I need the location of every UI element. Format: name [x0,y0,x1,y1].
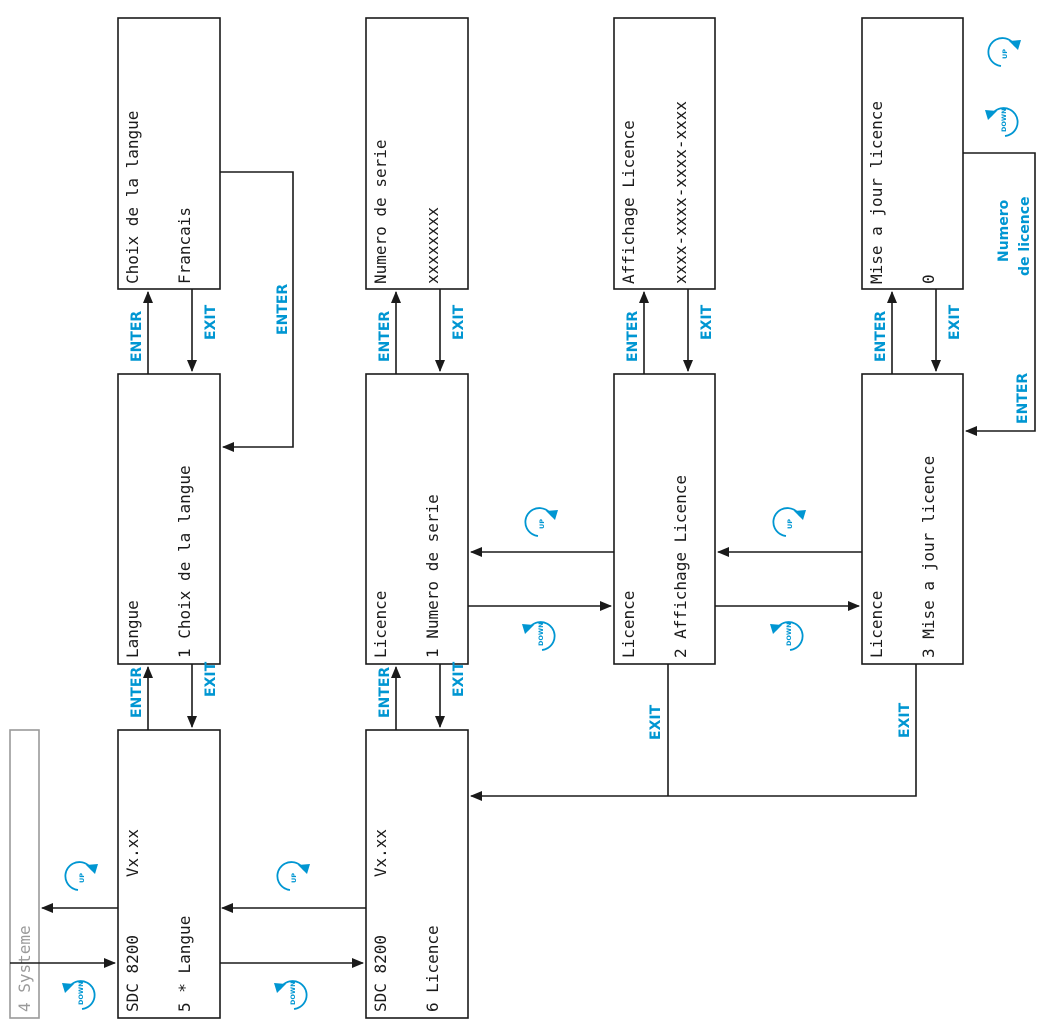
svg-text:UP: UP [1001,49,1009,59]
licence-2-line1: Licence [619,591,638,658]
licence-3-line2: 3 Mise a jour licence [919,456,938,658]
down-icon: DOWN [273,980,308,1010]
screen-numero-serie: Numero de serie xxxxxxxx [365,17,469,290]
exit-label-choix-langue: EXIT [203,304,219,340]
enter-label-licence-1: ENTER [377,667,393,718]
mise-a-jour-line2: 0 [919,274,938,284]
exit-line-to-sdc-licence [470,664,917,801]
licence-3-line1: Licence [867,591,886,658]
numero-serie-line1: Numero de serie [371,140,390,285]
exit-label-numero-serie: EXIT [451,304,467,340]
down-icon: DOWN [61,980,96,1010]
down-icon: DOWN [521,621,556,651]
exit-label-licence-1: EXIT [451,661,467,697]
screen-licence-3: Licence 3 Mise a jour licence [861,373,964,665]
svg-text:DOWN: DOWN [77,981,85,1005]
screen-systeme: 4 Systeme [9,729,40,1019]
licence-1-line1: Licence [371,591,390,658]
exit-label-licence-2: EXIT [648,704,664,740]
langue-menu-line2: 1 Choix de la langue [175,465,194,658]
arrow-enter-confirm-licence [963,152,1036,436]
de-licence-label: de licence [1017,196,1033,276]
up-icon: UP [276,861,311,891]
mise-a-jour-line1: Mise a jour licence [867,101,886,284]
svg-text:UP: UP [290,873,298,883]
enter-label-choix-langue: ENTER [129,311,145,362]
systeme-line1: 4 Systeme [15,925,34,1012]
exit-label-langue-menu: EXIT [203,661,219,697]
screen-affichage-licence: Affichage Licence xxxx-xxxx-xxxx-xxxx [613,17,716,290]
screen-licence-2: Licence 2 Affichage Licence [613,373,716,665]
down-icon: DOWN [769,621,804,651]
sdc-licence-line2: 6 Licence [423,925,442,1012]
svg-text:DOWN: DOWN [289,981,297,1005]
sdc-langue-line1: SDC 8200 Vx.xx [123,829,142,1012]
licence-2-line2: 2 Affichage Licence [671,475,690,658]
enter-label-numero-serie: ENTER [377,311,393,362]
screen-choix-langue: Choix de la langue Francais [117,17,221,290]
up-icon: UP [772,507,807,537]
down-icon: DOWN [984,107,1019,137]
langue-menu-line1: Langue [123,600,142,658]
up-icon: UP [64,861,99,891]
svg-text:UP: UP [538,519,546,529]
enter-label-mise-a-jour: ENTER [873,311,889,362]
exit-label-licence-3: EXIT [897,702,913,738]
affichage-licence-line2: xxxx-xxxx-xxxx-xxxx [671,101,690,284]
enter-label-langue-menu: ENTER [129,667,145,718]
screen-mise-a-jour: Mise a jour licence 0 [861,17,964,290]
sdc-licence-line1: SDC 8200 Vx.xx [371,829,390,1012]
choix-langue-line1: Choix de la langue [123,111,142,284]
screen-sdc-licence: SDC 8200 Vx.xx 6 Licence [365,729,469,1019]
up-icon: UP [987,37,1022,67]
up-icon: UP [524,507,559,537]
enter-label-confirm-licence: ENTER [1015,373,1031,424]
screen-langue-menu: Langue 1 Choix de la langue [117,373,221,665]
affichage-licence-line1: Affichage Licence [619,120,638,284]
numero-label: Numero [996,199,1012,262]
screen-sdc-langue: SDC 8200 Vx.xx 5 * Langue [117,729,221,1019]
licence-1-line2: 1 Numero de serie [423,494,442,658]
sdc-langue-line2: 5 * Langue [175,916,194,1012]
arrow-enter-confirm-langue [220,171,294,452]
enter-label-confirm-langue: ENTER [275,284,291,335]
svg-text:DOWN: DOWN [785,622,793,646]
svg-text:DOWN: DOWN [1000,108,1008,132]
svg-text:UP: UP [786,519,794,529]
numero-serie-line2: xxxxxxxx [423,207,442,284]
svg-text:UP: UP [78,873,86,883]
enter-label-affichage-licence: ENTER [625,311,641,362]
exit-label-mise-a-jour: EXIT [947,304,963,340]
choix-langue-line2: Francais [175,207,194,284]
exit-label-affichage-licence: EXIT [699,304,715,340]
svg-text:DOWN: DOWN [537,622,545,646]
screen-licence-1: Licence 1 Numero de serie [365,373,469,665]
